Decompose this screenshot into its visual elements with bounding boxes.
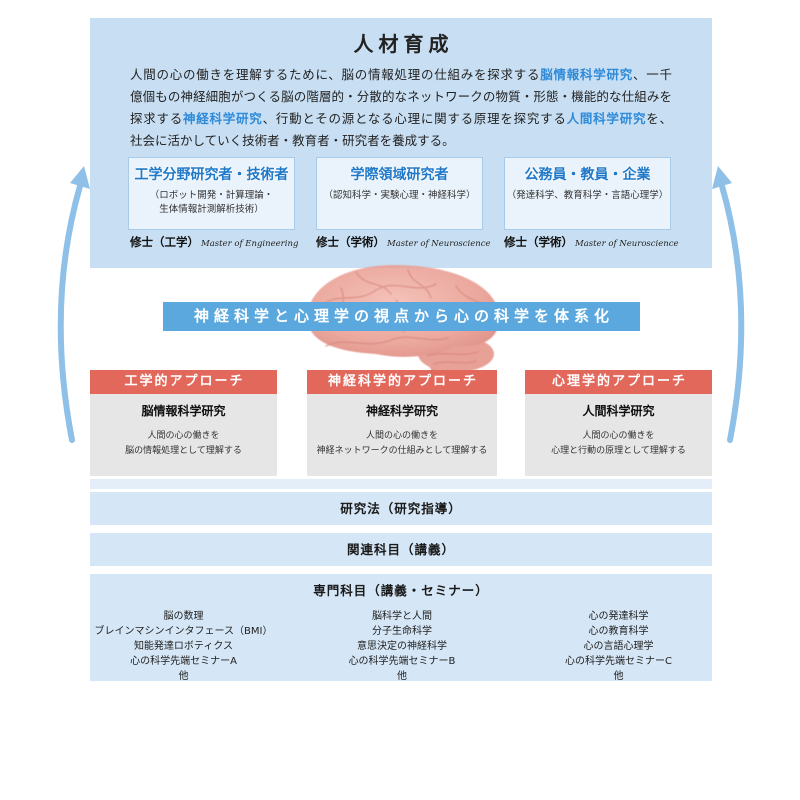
- field-desc-line: 人間の心の働きを: [147, 431, 220, 441]
- field-desc: 人間の心の働きを 脳の情報処理として理解する: [90, 429, 277, 459]
- intro-line-3: 探求する神経科学研究、行動とその源となる心理に関する原理を探究する人間科学研究を…: [130, 108, 672, 130]
- field-desc-line: 神経ネットワークの仕組みとして理解する: [316, 446, 488, 456]
- band-related-courses: 関連科目（講義）: [90, 533, 712, 566]
- career-details: （認知科学・実験心理・神経科学）: [317, 189, 482, 203]
- degree-en: Master of Neuroscience: [387, 239, 491, 249]
- approach-header-psychology: 心理学的アプローチ: [525, 370, 712, 394]
- intro-highlight-neuroscience: 神経科学研究: [183, 111, 263, 126]
- career-details: （発達科学、教育科学・言語心理学）: [505, 189, 670, 203]
- field-desc: 人間の心の働きを 心理と行動の原理として理解する: [525, 429, 712, 459]
- systematization-banner: 神経科学と心理学の視点から心の科学を体系化: [163, 302, 640, 331]
- degree-en: Master of Neuroscience: [575, 239, 679, 249]
- cycle-arrow-right-head: [712, 166, 732, 189]
- field-box-human-science: 人間科学研究 人間の心の働きを 心理と行動の原理として理解する: [525, 394, 712, 476]
- panel-title: 人材育成: [353, 32, 454, 56]
- degree-engineering: 修士（工学）Master of Engineering: [130, 232, 298, 250]
- band-label: 関連科目（講義）: [346, 542, 455, 557]
- career-title: 工学分野研究者・技術者: [134, 167, 289, 183]
- degree-interdisciplinary: 修士（学術）Master of Neuroscience: [316, 232, 491, 250]
- career-detail-line: （ロボット開発・計算理論・: [149, 190, 274, 201]
- course-item: 心の科学先端セミナーA: [130, 656, 237, 667]
- intro-line-1: 人間の心の働きを理解するために、脳の情報処理の仕組みを探求する脳情報科学研究、一…: [130, 64, 672, 86]
- course-item: 心の科学先端セミナーB: [348, 656, 456, 667]
- course-item: 知能発達ロボティクス: [133, 641, 234, 652]
- course-item: 心の教育科学: [588, 626, 649, 637]
- course-item: 他: [178, 671, 189, 682]
- course-list-psychology: 心の発達科学 心の教育科学 心の言語心理学 心の科学先端セミナーC 他: [525, 609, 712, 684]
- degree-ja: 修士（学術）: [316, 235, 385, 249]
- course-item: 心の言語心理学: [583, 641, 654, 652]
- field-title: 脳情報科学研究: [141, 404, 226, 418]
- course-item: 他: [397, 671, 407, 682]
- cycle-arrow-left-head: [70, 166, 90, 189]
- field-desc-line: 人間の心の働きを: [365, 431, 438, 441]
- field-title: 神経科学研究: [365, 404, 438, 418]
- career-box-engineering: 工学分野研究者・技術者 （ロボット開発・計算理論・ 生体情報計測解析技術）: [128, 157, 295, 230]
- field-box-brain-info: 脳情報科学研究 人間の心の働きを 脳の情報処理として理解する: [90, 394, 277, 476]
- course-item: 脳科学と人間: [372, 611, 432, 622]
- intro-highlight-brain-info: 脳情報科学研究: [540, 67, 633, 82]
- degree-ja: 修士（学術）: [504, 235, 573, 249]
- field-desc-line: 脳の情報処理として理解する: [125, 446, 242, 456]
- intro-text: を、: [646, 111, 672, 126]
- degree-public-sector: 修士（学術）Master of Neuroscience: [504, 232, 679, 250]
- human-resource-panel: 人材育成 人間の心の働きを理解するために、脳の情報処理の仕組みを探求する脳情報科…: [90, 18, 712, 268]
- career-detail-line: （発達科学、教育科学・言語心理学）: [506, 190, 669, 201]
- course-list-neuroscience: 脳科学と人間 分子生命科学 意思決定の神経科学 心の科学先端セミナーB 他: [307, 609, 497, 684]
- course-item: 心の科学先端セミナーC: [565, 656, 672, 667]
- intro-line-4: 社会に活かしていく技術者・教育者・研究者を養成する。: [130, 130, 672, 152]
- course-item: 心の発達科学: [588, 611, 649, 622]
- field-box-neuroscience: 神経科学研究 人間の心の働きを 神経ネットワークの仕組みとして理解する: [307, 394, 497, 476]
- field-title: 人間科学研究: [582, 404, 655, 418]
- career-box-public-sector: 公務員・教員・企業 （発達科学、教育科学・言語心理学）: [504, 157, 671, 230]
- degree-en: Master of Engineering: [201, 239, 299, 249]
- approach-header-neuroscience: 神経科学的アプローチ: [307, 370, 497, 394]
- field-desc-line: 人間の心の働きを: [582, 431, 655, 441]
- cycle-arrow-right: [712, 166, 745, 443]
- career-detail-line: 生体情報計測解析技術）: [159, 204, 264, 215]
- cycle-arrow-left-shaft: [57, 183, 83, 443]
- intro-paragraph: 人間の心の働きを理解するために、脳の情報処理の仕組みを探求する脳情報科学研究、一…: [130, 64, 672, 152]
- band-specialized-courses: 専門科目（講義・セミナー）: [90, 574, 712, 681]
- intro-text: 社会に活かしていく技術者・教育者・研究者を養成する。: [130, 133, 455, 148]
- course-item: 意思決定の神経科学: [357, 641, 447, 652]
- intro-text: 、一千: [632, 67, 672, 82]
- field-desc: 人間の心の働きを 神経ネットワークの仕組みとして理解する: [307, 429, 497, 459]
- approach-header-engineering: 工学的アプローチ: [90, 370, 277, 394]
- band-research-method: 研究法（研究指導）: [90, 492, 712, 525]
- course-item: 他: [613, 671, 624, 682]
- career-detail-line: （認知科学・実験心理・神経科学）: [323, 190, 476, 201]
- course-item: 分子生命科学: [372, 626, 432, 637]
- cycle-arrow-left: [57, 166, 90, 443]
- degree-ja: 修士（工学）: [130, 235, 199, 249]
- intro-line-2: 億個もの神経細胞がつくる脳の階層的・分散的なネットワークの物質・形態・機能的な仕…: [130, 86, 672, 108]
- course-list-engineering: 脳の数理 ブレインマシンインタフェース（BMI） 知能発達ロボティクス 心の科学…: [90, 609, 277, 684]
- career-title: 公務員・教員・企業: [524, 167, 651, 183]
- band-label: 研究法（研究指導）: [340, 501, 462, 516]
- intro-highlight-human-science: 人間科学研究: [566, 111, 647, 126]
- course-item: 脳の数理: [163, 611, 204, 622]
- career-details: （ロボット開発・計算理論・ 生体情報計測解析技術）: [129, 189, 294, 217]
- career-box-interdisciplinary: 学際領域研究者 （認知科学・実験心理・神経科学）: [316, 157, 483, 230]
- intro-text: 、行動とその源となる心理に関する原理を探究する: [262, 111, 567, 126]
- cycle-arrow-right-shaft: [719, 183, 745, 443]
- intro-text: 億個もの神経細胞がつくる脳の階層的・分散的なネットワークの物質・形態・機能的な仕…: [130, 89, 672, 104]
- intro-text: 探求する: [130, 111, 184, 126]
- band-label: 専門科目（講義・セミナー）: [313, 583, 489, 598]
- career-title: 学際領域研究者: [350, 167, 449, 183]
- course-item: ブレインマシンインタフェース（BMI）: [94, 626, 273, 637]
- field-desc-line: 心理と行動の原理として理解する: [551, 446, 686, 456]
- band-spacer: [90, 479, 712, 489]
- intro-text: 人間の心の働きを理解するために、脳の情報処理の仕組みを探求する: [130, 67, 541, 82]
